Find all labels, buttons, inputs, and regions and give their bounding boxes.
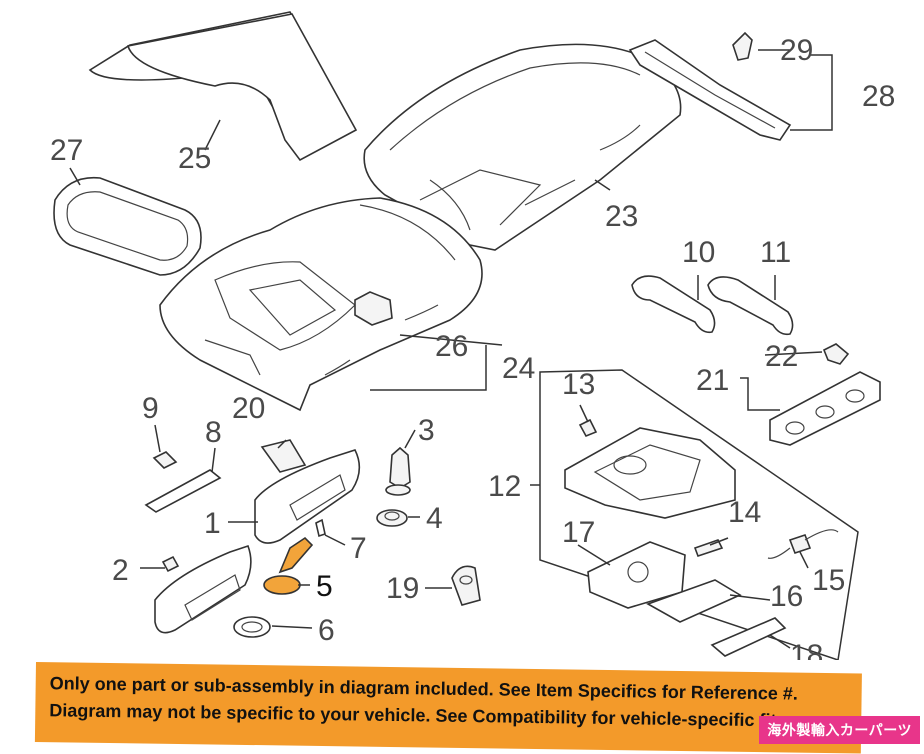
part-27-sunroof-seal xyxy=(53,176,202,276)
callout-26: 26 xyxy=(435,330,468,363)
part-19-clip xyxy=(451,565,481,606)
part-10-grab-handle xyxy=(631,275,716,334)
callout-29: 29 xyxy=(780,34,813,67)
callout-11: 11 xyxy=(760,236,791,269)
callout-10: 10 xyxy=(682,236,715,269)
part-2-sun-visor xyxy=(154,544,252,634)
part-6-washer-hole xyxy=(241,621,263,633)
part-21-lamp-assembly xyxy=(769,371,881,446)
parts-diagram: 25 27 23 24 26 29 28 10 11 22 21 13 12 1… xyxy=(50,11,895,660)
part-15-harness xyxy=(767,529,839,559)
part-24-front-headliner xyxy=(159,197,483,412)
callout-27: 27 xyxy=(50,134,83,167)
callout-24: 24 xyxy=(502,352,535,385)
part-7-pin xyxy=(315,518,326,538)
callout-1: 1 xyxy=(204,507,221,540)
part-13-bulb xyxy=(578,418,598,438)
part-6-washer xyxy=(233,616,271,638)
callout-2: 2 xyxy=(112,554,129,587)
callout-4: 4 xyxy=(426,502,443,535)
part-3-screw xyxy=(385,446,411,496)
part-9-clip xyxy=(152,451,178,469)
part-16-plate xyxy=(646,579,742,623)
callout-5: 5 xyxy=(316,570,333,603)
part-5-visor-rod-highlighted xyxy=(263,536,314,595)
callout-12: 12 xyxy=(488,470,521,503)
part-26-bracket xyxy=(354,291,393,326)
callout-28: 28 xyxy=(862,80,895,113)
callout-14: 14 xyxy=(728,496,761,529)
callout-23: 23 xyxy=(605,200,638,233)
part-4-grommet xyxy=(376,509,408,527)
part-25-panel-outline xyxy=(126,13,358,162)
callout-3: 3 xyxy=(418,414,435,447)
part-8-mirror-cover xyxy=(144,469,222,513)
callout-18: 18 xyxy=(790,639,823,660)
callout-9: 9 xyxy=(142,392,159,425)
part-29-clip xyxy=(732,31,753,61)
part-22-bulb xyxy=(822,343,850,365)
part-18-lens xyxy=(710,617,787,657)
callout-16: 16 xyxy=(770,580,803,613)
part-20-module xyxy=(260,439,307,473)
part-28-roof-rail xyxy=(628,39,792,141)
callout-8: 8 xyxy=(205,416,222,449)
disclaimer-banner: Only one part or sub-assembly in diagram… xyxy=(34,662,862,754)
callout-22: 22 xyxy=(765,340,798,373)
part-14-switch xyxy=(693,539,724,558)
callout-13: 13 xyxy=(562,368,595,401)
part-11-grab-handle xyxy=(707,276,794,336)
callout-17: 17 xyxy=(562,516,595,549)
part-12-console-group xyxy=(539,369,859,660)
callout-20: 20 xyxy=(232,392,265,425)
callout-25: 25 xyxy=(178,142,211,175)
callout-19: 19 xyxy=(386,572,419,605)
callout-6: 6 xyxy=(318,614,335,647)
callout-21: 21 xyxy=(696,364,729,397)
part-2-clip xyxy=(161,555,180,573)
seller-watermark: 海外製輸入カーパーツ xyxy=(759,716,920,744)
part-12-console-housing xyxy=(564,427,736,519)
callout-15: 15 xyxy=(812,564,845,597)
leader-lines xyxy=(69,49,833,649)
callout-7: 7 xyxy=(350,532,367,565)
part-1-sun-visor xyxy=(254,449,361,544)
